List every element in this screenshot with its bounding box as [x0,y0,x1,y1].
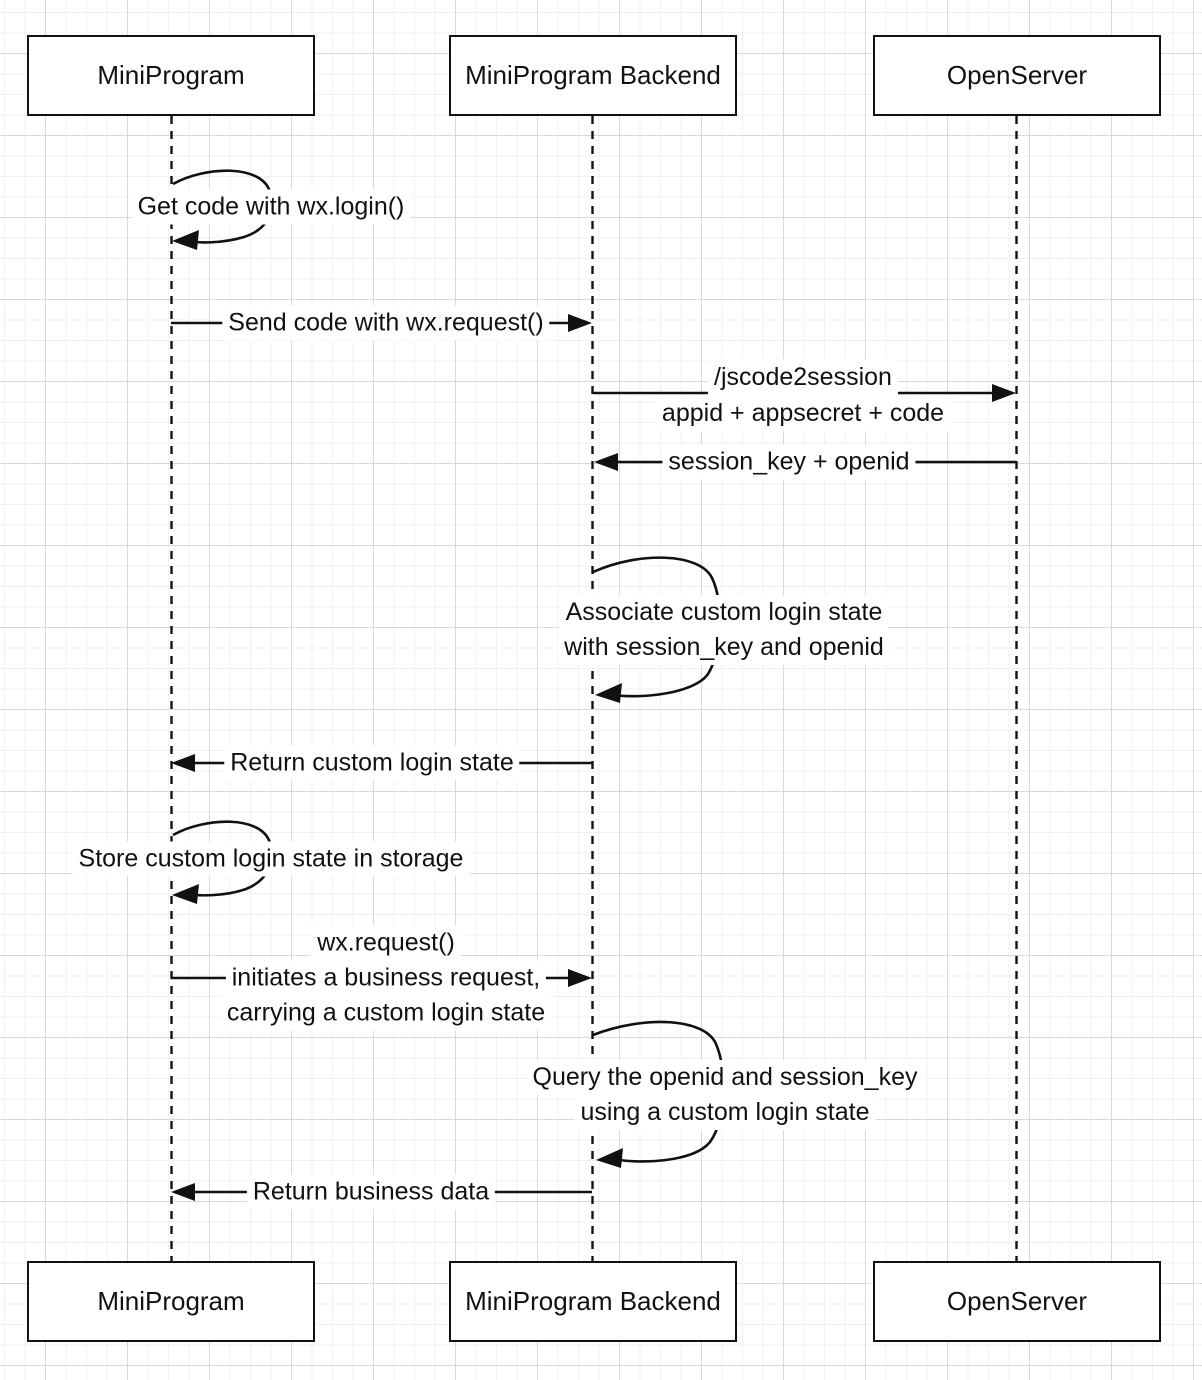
arrowhead-send-code [568,314,592,332]
message-line: session_key + openid [662,444,916,480]
participant-label: MiniProgram Backend [465,1286,721,1316]
message-label-send-code: Send code with wx.request() [222,305,550,341]
message-line: appid + appsecret + code [655,395,951,431]
participant-label: MiniProgram [97,1286,245,1316]
message-line: Send code with wx.request() [222,305,550,341]
participant-bottom-openserver: OpenServer [873,1261,1161,1342]
message-line: initiates a business request, [225,960,547,996]
message-label-return-business-data: Return business data [246,1174,496,1210]
message-label-jscode2session: /jscode2session appid + appsecret + code [655,359,951,431]
message-line: with session_key and openid [558,630,890,665]
arrowhead-business-request [568,969,592,987]
arrowhead-jscode2session [992,384,1016,402]
participant-top-openserver: OpenServer [873,35,1161,116]
message-line: using a custom login state [574,1095,876,1130]
arrowhead-return-login-state [171,754,195,772]
message-line: Associate custom login state [559,595,889,630]
message-line: Get code with wx.login() [131,189,411,225]
arrowhead-store-state [172,884,199,904]
participant-bottom-miniprogram-backend: MiniProgram Backend [449,1261,737,1342]
message-label-store-state: Store custom login state in storage [72,841,470,877]
participant-label: MiniProgram [97,60,245,90]
arrowhead-associate-state [595,683,622,703]
participant-top-miniprogram-backend: MiniProgram Backend [449,35,737,116]
arrowhead-session-key [594,453,618,471]
message-line: carrying a custom login state [220,995,552,1031]
message-label-query-session: Query the openid and session_key using a… [526,1060,924,1130]
message-line: /jscode2session [708,359,898,395]
arrowhead-get-code [172,230,199,250]
participant-label: OpenServer [946,60,1088,90]
arrowhead-query-session [596,1148,623,1168]
arrowhead-return-business-data [171,1183,195,1201]
participant-label: MiniProgram Backend [465,60,721,90]
message-label-session-key: session_key + openid [662,444,916,480]
message-label-business-request: wx.request() initiates a business reques… [220,925,552,1031]
message-label-get-code: Get code with wx.login() [131,189,411,225]
message-line: Return custom login state [224,745,520,781]
participant-bottom-miniprogram: MiniProgram [27,1261,315,1342]
message-line: Store custom login state in storage [72,841,470,877]
message-line: Query the openid and session_key [526,1060,924,1095]
message-line: Return business data [246,1174,496,1210]
participant-label: OpenServer [946,1286,1088,1316]
participant-top-miniprogram: MiniProgram [27,35,315,116]
message-label-return-login-state: Return custom login state [224,745,520,781]
message-line: wx.request() [311,925,461,961]
message-label-associate-state: Associate custom login state with sessio… [558,595,890,665]
